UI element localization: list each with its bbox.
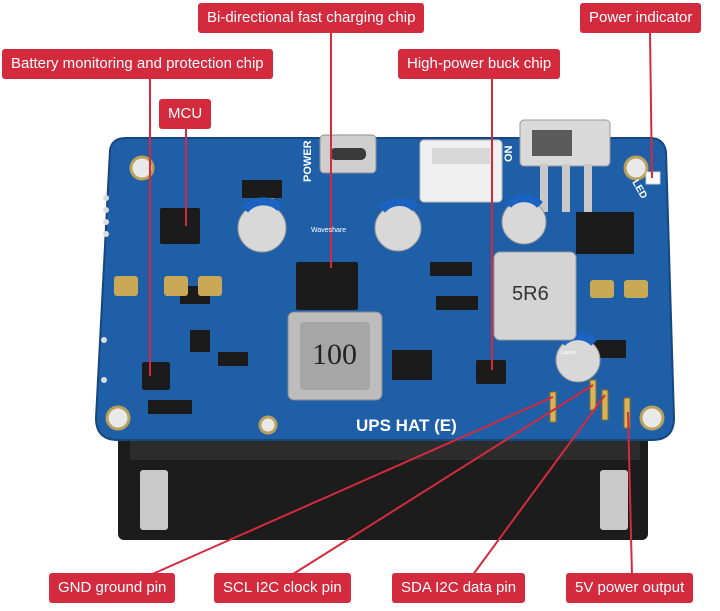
callout-gnd-pin: GND ground pin [49, 573, 176, 603]
white-connector [419, 139, 503, 203]
inductors [287, 251, 577, 401]
callout-battery-monitor: Battery monitoring and protection chip [2, 49, 273, 79]
brand-label: Waveshare [311, 227, 346, 234]
side-pins [101, 195, 109, 383]
callout-bidirectional-chip: Bi-directional fast charging chip [198, 3, 425, 33]
inductor-label-100: 100 [312, 338, 357, 371]
gold-pads [114, 276, 648, 298]
leader-lines [147, 32, 653, 577]
usb-c-connector [319, 134, 377, 174]
callout-sda-pin: SDA I2C data pin [392, 573, 526, 603]
mounting-holes [105, 155, 665, 435]
inductor-label-5r6: 5R6 [512, 283, 549, 305]
capacitor-brand: Capton [560, 350, 576, 356]
capacitors [237, 194, 601, 383]
power-label: POWER [302, 140, 314, 182]
board-title: UPS HAT (E) [356, 416, 457, 435]
power-led [645, 171, 661, 185]
on-label: ON [503, 145, 515, 162]
callout-power-indicator: Power indicator [580, 3, 702, 33]
power-switch [519, 119, 611, 212]
callout-mcu: MCU [159, 99, 212, 129]
callout-power-output: 5V power output [566, 573, 694, 603]
battery-holder [118, 430, 648, 540]
callout-scl-pin: SCL I2C clock pin [214, 573, 351, 603]
callout-buck-chip: High-power buck chip [398, 49, 561, 79]
